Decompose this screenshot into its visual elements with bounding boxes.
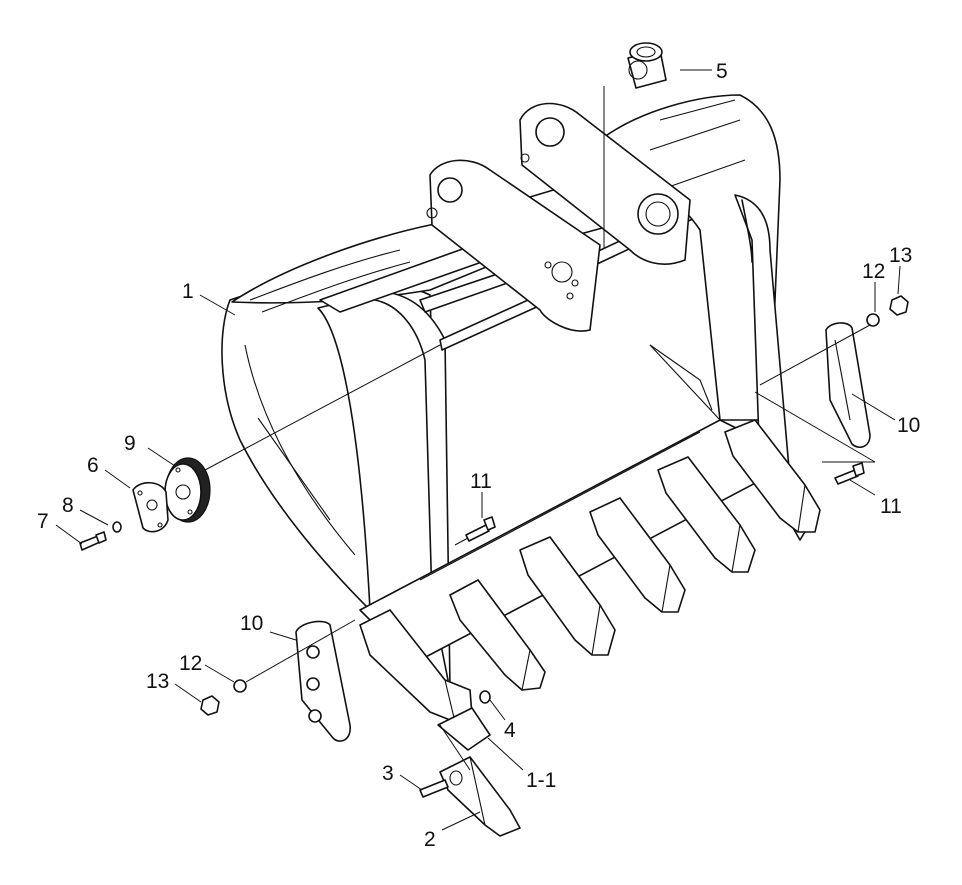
- tooth-4: [589, 497, 686, 613]
- callout-9: 9: [124, 432, 136, 455]
- tooth-3: [519, 536, 616, 656]
- nut-13-left: [200, 695, 220, 716]
- bucket-body: [221, 94, 813, 689]
- shim-ring: [164, 457, 211, 523]
- callout-10-right: 10: [897, 414, 920, 437]
- callout-8: 8: [62, 494, 74, 517]
- washer-12-right: [866, 313, 880, 327]
- callout-5: 5: [716, 60, 728, 83]
- callout-3: 3: [382, 762, 394, 785]
- callout-12-left: 12: [179, 652, 202, 675]
- callout-11-center: 11: [470, 470, 492, 493]
- pin-3: [419, 779, 449, 798]
- callout-12-right: 12: [862, 260, 885, 283]
- bolt-11-center: [465, 516, 496, 542]
- callout-labels: 1 5 9 6 8 7 11 11 12 13 10 10 12 13 4 1-…: [37, 60, 920, 851]
- washer-12-left: [233, 679, 247, 693]
- tooth-5: [657, 456, 756, 573]
- callout-2: 2: [424, 828, 436, 851]
- callout-10-left: 10: [240, 612, 263, 635]
- callout-1: 1: [182, 280, 194, 303]
- teeth-row: [359, 419, 821, 723]
- callout-13-left: 13: [146, 670, 169, 693]
- tooth-2: [449, 579, 546, 691]
- leader-lines: [55, 69, 901, 831]
- side-cutter-right: [825, 322, 871, 449]
- hinge-lugs: [426, 102, 691, 332]
- tooth-6: [724, 419, 821, 533]
- callout-11-right: 11: [880, 495, 902, 518]
- washer-8: [112, 521, 122, 533]
- callout-13-right: 13: [889, 244, 912, 267]
- lock-washer-4: [479, 690, 491, 704]
- callout-4: 4: [504, 719, 516, 742]
- bolt-11-right: [834, 462, 865, 485]
- bushing: [627, 42, 667, 89]
- side-cutter-left: [295, 620, 351, 742]
- nut-13-right: [889, 295, 909, 316]
- bolt-7: [79, 531, 107, 551]
- callout-6: 6: [87, 454, 99, 477]
- retainer-plate: [132, 481, 169, 533]
- callout-7: 7: [37, 510, 49, 533]
- tooth-point-2: [439, 756, 521, 837]
- adapter-1-1: [437, 707, 491, 751]
- callout-1-1: 1-1: [526, 769, 556, 792]
